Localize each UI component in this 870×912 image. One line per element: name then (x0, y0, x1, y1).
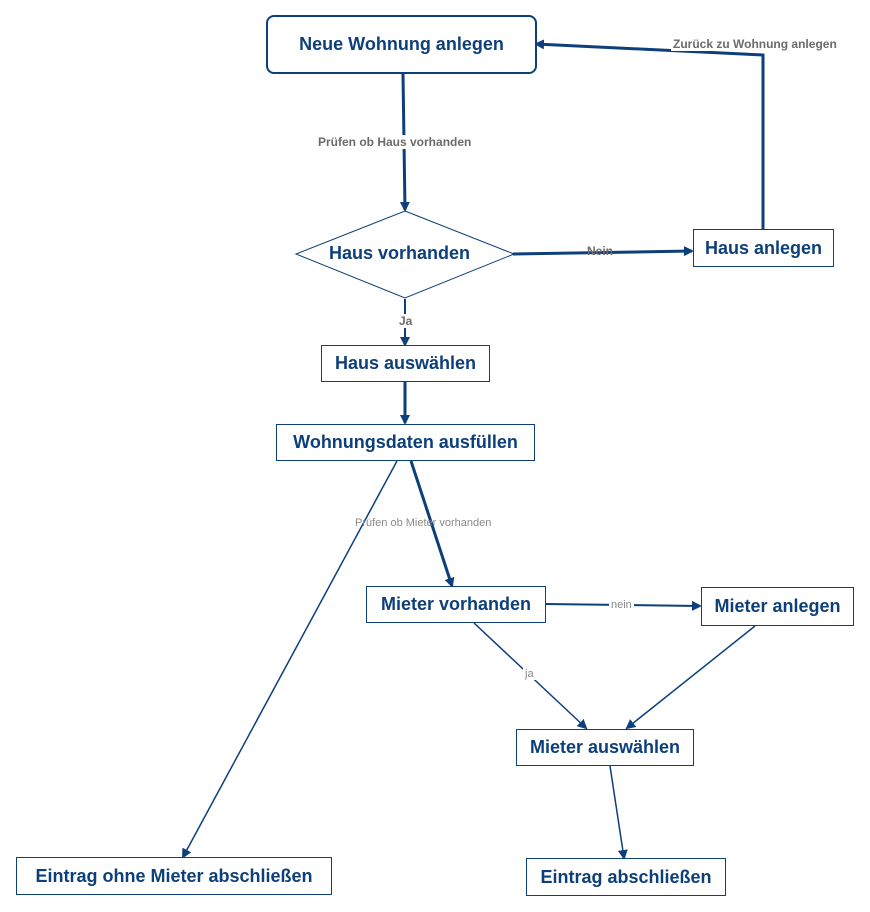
edge-label-ja-lower: ja (523, 668, 536, 680)
node-wohnungsdaten-ausfuellen: Wohnungsdaten ausfüllen (276, 424, 535, 461)
edge-wohnungsdaten-to-eintrag-ohne (182, 460, 398, 859)
edge-mieter-anlegen-to-mieter-auswaehlen (625, 625, 756, 730)
edge-label-ja: Ja (397, 314, 415, 328)
edge-mieter-auswaehlen-to-eintrag (609, 765, 628, 860)
node-haus-anlegen: Haus anlegen (693, 229, 834, 267)
node-neue-wohnung-anlegen: Neue Wohnung anlegen (266, 15, 537, 74)
edge-label-pruefen-haus: Prüfen ob Haus vorhanden (316, 135, 474, 149)
edge-haus-anlegen-back-to-neue (534, 39, 765, 229)
node-haus-auswaehlen: Haus auswählen (321, 345, 490, 382)
edge-label-zurueck: Zurück zu Wohnung anlegen (671, 37, 839, 51)
edge-diamond-to-haus-anlegen (512, 246, 694, 257)
node-eintrag-abschliessen: Eintrag abschließen (526, 858, 726, 896)
edge-label-nein: Nein (587, 244, 614, 258)
node-mieter-auswaehlen: Mieter auswählen (516, 729, 694, 766)
node-mieter-vorhanden: Mieter vorhanden (366, 586, 546, 623)
edge-label-nein-lower: nein (609, 599, 634, 611)
node-eintrag-ohne-mieter: Eintrag ohne Mieter abschließen (16, 857, 332, 895)
edge-label-pruefen-mieter: Prüfen ob Mieter vorhanden (355, 517, 492, 529)
decision-diamond-haus-vorhanden (294, 210, 516, 299)
edge-wohnungsdaten-to-mieter-vorhanden (409, 460, 455, 588)
node-haus-vorhanden-label: Haus vorhanden (329, 243, 471, 263)
node-mieter-anlegen: Mieter anlegen (701, 587, 854, 626)
